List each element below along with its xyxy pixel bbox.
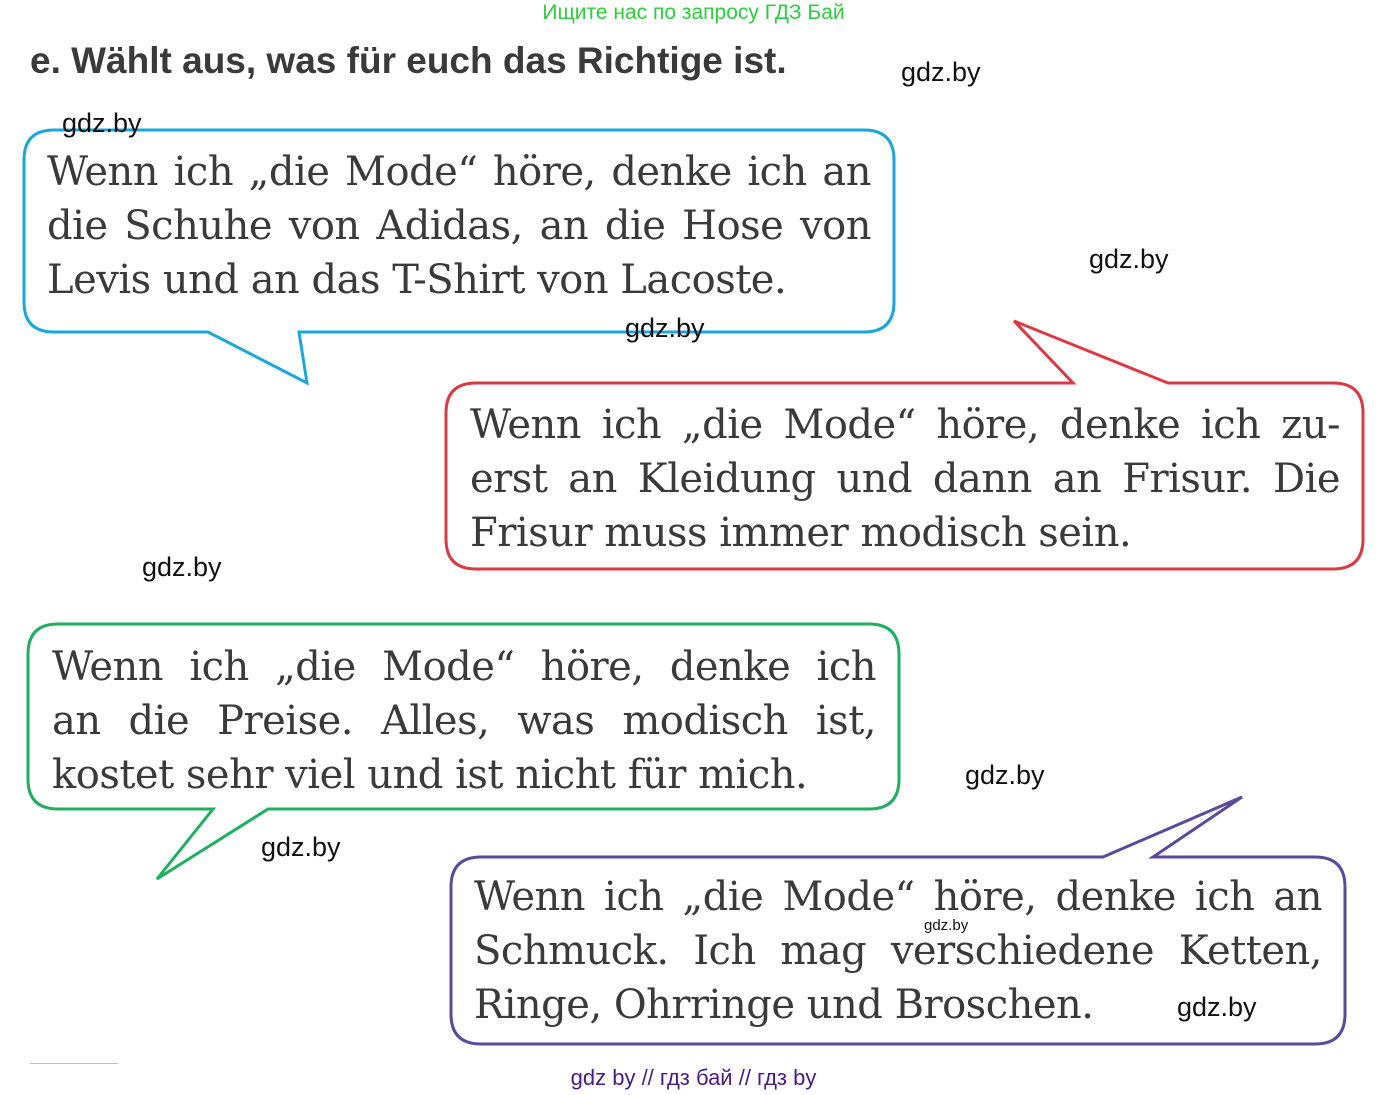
bubble-line: Wenn ich „die Mode“ höre, denke ich an <box>47 149 872 195</box>
watermark: gdz.by <box>1089 244 1169 274</box>
bubble-line: erst an Kleidung und dann an Frisur. Die <box>470 456 1341 502</box>
speech-bubble-blue-text: Wenn ich „die Mode“ höre, denke ich an d… <box>47 145 872 307</box>
watermark: gdz.by <box>924 917 969 934</box>
watermark: gdz.by <box>142 552 222 582</box>
speech-bubble-red-text: Wenn ich „die Mode“ höre, denke ich zu- … <box>470 398 1341 560</box>
footer-watermark: gdz by // гдз бай // гдз by <box>570 1065 817 1090</box>
speech-bubble-green-outline <box>26 622 901 881</box>
bubble-line: an die Preise. Alles, was modisch ist, <box>52 698 877 744</box>
speech-bubble-green-text: Wenn ich „die Mode“ höre, denke ich an d… <box>52 640 877 802</box>
speech-bubble-purple-outline <box>449 795 1347 1046</box>
exercise-heading: e. Wählt aus, was für euch das Richtige … <box>30 40 787 81</box>
watermark: gdz.by <box>62 108 142 138</box>
watermark: gdz.by <box>261 832 341 862</box>
bubble-line: Ringe, Ohrringe und Broschen. <box>474 982 1094 1028</box>
bubble-line: die Schuhe von Adidas, an die Hose von <box>47 203 872 249</box>
speech-bubble-blue-outline <box>22 128 896 386</box>
watermark: gdz.by <box>625 313 705 343</box>
speech-bubble-purple-text: Wenn ich „die Mode“ höre, denke ich an S… <box>474 870 1323 1032</box>
speech-bubble-red-outline <box>444 319 1365 571</box>
bubble-line: Schmuck. Ich mag verschiedene Ketten, <box>474 928 1323 974</box>
bubble-line: Wenn ich „die Mode“ höre, denke ich <box>52 644 877 690</box>
search-hint-banner: Ищите нас по запросу ГДЗ Бай <box>542 1 845 24</box>
footer-divider <box>30 1063 118 1064</box>
bubble-line: Levis und an das T-Shirt von Lacoste. <box>47 257 787 303</box>
bubble-line: Wenn ich „die Mode“ höre, denke ich zu- <box>470 402 1341 448</box>
watermark: gdz.by <box>1177 992 1257 1022</box>
bubble-line: Wenn ich „die Mode“ höre, denke ich an <box>474 874 1323 920</box>
bubble-line: kostet sehr viel und ist nicht für mich. <box>52 752 808 798</box>
bubble-line: Frisur muss immer modisch sein. <box>470 510 1132 556</box>
watermark: gdz.by <box>901 57 981 87</box>
watermark: gdz.by <box>965 760 1045 790</box>
